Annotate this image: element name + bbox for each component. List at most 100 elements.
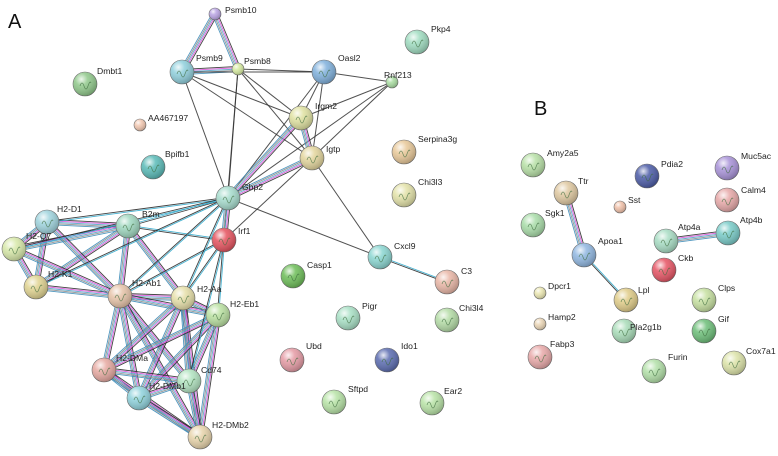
- node-gloss: [652, 258, 676, 282]
- node-sst[interactable]: Sst: [613, 195, 641, 214]
- node-h2-dmb1[interactable]: H2-DMb1: [126, 381, 186, 411]
- node-dmbt1[interactable]: Dmbt1: [72, 66, 123, 97]
- node-gloss: [534, 287, 546, 299]
- node-cox7a1[interactable]: Cox7a1: [721, 346, 776, 376]
- node-furin[interactable]: Furin: [641, 352, 688, 384]
- protein-structure-icon: [620, 297, 633, 306]
- protein-structure-icon: [133, 395, 146, 404]
- protein-structure-icon: [212, 312, 225, 321]
- node-fabp3[interactable]: Fabp3: [527, 339, 575, 370]
- node-atp4a[interactable]: Atp4a: [653, 222, 701, 254]
- edge-H2-Eb1-H2-DMb2: [196, 314, 222, 438]
- node-label: H2-Q7: [26, 231, 52, 241]
- protein-structure-icon: [114, 293, 127, 302]
- node-h2-k1[interactable]: H2-K1: [23, 269, 73, 300]
- edge-H2-D1-H2-Ab1: [44, 219, 123, 299]
- node-b2m[interactable]: B2m: [115, 209, 160, 239]
- node-ear2[interactable]: Ear2: [419, 386, 462, 416]
- node-irf1[interactable]: Irf1: [211, 226, 251, 253]
- node-bpifb1[interactable]: Bpifb1: [140, 149, 190, 180]
- node-ckb[interactable]: Ckb: [651, 253, 694, 283]
- node-atp4b[interactable]: Atp4b: [715, 215, 763, 246]
- node-label: Ttr: [578, 176, 589, 186]
- node-gbp2[interactable]: Gbp2: [215, 182, 263, 211]
- edge-H2-Ab1-H2-DMa: [101, 295, 123, 371]
- node-chi3l3[interactable]: Chi3l3: [391, 177, 443, 208]
- node-apoa1[interactable]: Apoa1: [571, 236, 623, 268]
- node-h2-eb1[interactable]: H2-Eb1: [205, 299, 259, 328]
- node-gloss: [572, 243, 596, 267]
- node-pla2g1b[interactable]: Pla2g1b: [611, 318, 662, 344]
- node-ubd[interactable]: Ubd: [279, 341, 322, 373]
- node-pdia2[interactable]: Pdia2: [634, 159, 683, 189]
- protein-structure-icon: [381, 357, 394, 366]
- node-gloss: [392, 140, 416, 164]
- protein-structure-icon: [527, 222, 540, 231]
- node-psmb10[interactable]: Psmb10: [208, 5, 257, 21]
- node-label: Psmb10: [225, 5, 257, 15]
- node-rnf213[interactable]: Rnf213: [384, 70, 412, 89]
- node-sftpd[interactable]: Sftpd: [321, 384, 368, 415]
- node-ido1[interactable]: Ido1: [374, 341, 418, 373]
- node-h2-aa[interactable]: H2-Aa: [170, 284, 222, 311]
- node-h2-q7[interactable]: H2-Q7: [1, 231, 52, 262]
- node-gloss: [170, 60, 194, 84]
- protein-structure-icon: [30, 284, 43, 293]
- protein-structure-icon: [122, 223, 135, 232]
- node-h2-d1[interactable]: H2-D1: [34, 204, 82, 235]
- node-label: Irf1: [238, 226, 251, 236]
- node-dpcr1[interactable]: Dpcr1: [533, 281, 571, 300]
- protein-structure-icon: [398, 149, 411, 158]
- node-irgm2[interactable]: Irgm2: [288, 101, 337, 131]
- node-gloss: [435, 308, 459, 332]
- node-psmb8[interactable]: Psmb8: [231, 56, 271, 76]
- node-label: Pkp4: [431, 24, 451, 34]
- node-serpina3g[interactable]: Serpina3g: [391, 134, 457, 165]
- node-casp1[interactable]: Casp1: [280, 260, 332, 289]
- node-psmb9[interactable]: Psmb9: [169, 53, 223, 85]
- node-pkp4[interactable]: Pkp4: [404, 24, 451, 55]
- node-c3[interactable]: C3: [434, 266, 472, 295]
- node-pigr[interactable]: Pigr: [335, 301, 377, 331]
- node-h2-dmb2[interactable]: H2-DMb2: [187, 420, 249, 450]
- protein-structure-icon: [560, 190, 573, 199]
- node-gloss: [171, 286, 195, 310]
- node-gif[interactable]: Gif: [691, 314, 730, 344]
- node-lpl[interactable]: Lpl: [613, 285, 650, 313]
- edge-Igtp-Cxcl9: [311, 157, 381, 258]
- protein-structure-icon: [658, 267, 671, 276]
- node-gloss: [614, 288, 638, 312]
- node-aa467197[interactable]: AA467197: [133, 113, 188, 132]
- edge-B2m-Gbp2: [127, 196, 229, 228]
- node-hamp2[interactable]: Hamp2: [533, 312, 576, 331]
- protein-structure-icon: [287, 273, 300, 282]
- node-h2-dma[interactable]: H2-DMa: [91, 353, 148, 383]
- node-clps[interactable]: Clps: [691, 283, 735, 313]
- node-label: Dmbt1: [97, 66, 123, 76]
- node-gloss: [420, 391, 444, 415]
- node-label: Gbp2: [242, 182, 263, 192]
- node-amy2a5[interactable]: Amy2a5: [520, 148, 579, 178]
- edge-Gbp2-H2-Ab1: [119, 197, 229, 297]
- node-h2-ab1[interactable]: H2-Ab1: [107, 278, 161, 309]
- node-calm4[interactable]: Calm4: [714, 185, 766, 213]
- node-label: Psmb8: [244, 56, 271, 66]
- node-chi3l4[interactable]: Chi3l4: [434, 303, 484, 333]
- node-sgk1[interactable]: Sgk1: [520, 208, 565, 238]
- edge-Psmb9-Irgm2: [181, 71, 302, 119]
- edge-Igtp-Gbp2: [226, 155, 314, 201]
- node-label: Psmb9: [196, 53, 223, 63]
- node-muc5ac[interactable]: Muc5ac: [714, 151, 772, 181]
- node-label: Chi3l4: [459, 303, 484, 313]
- protein-structure-icon: [641, 173, 654, 182]
- node-ttr[interactable]: Ttr: [553, 176, 589, 206]
- protein-structure-icon: [721, 197, 734, 206]
- node-igtp[interactable]: Igtp: [299, 144, 341, 171]
- node-oasl2[interactable]: Oasl2: [311, 53, 361, 85]
- node-label: Fabp3: [550, 339, 575, 349]
- edge-H2-DMa-Cd74: [103, 366, 190, 385]
- panel-a-letter: A: [8, 11, 22, 33]
- node-cxcl9[interactable]: Cxcl9: [367, 241, 416, 270]
- node-cd74[interactable]: Cd74: [176, 365, 222, 394]
